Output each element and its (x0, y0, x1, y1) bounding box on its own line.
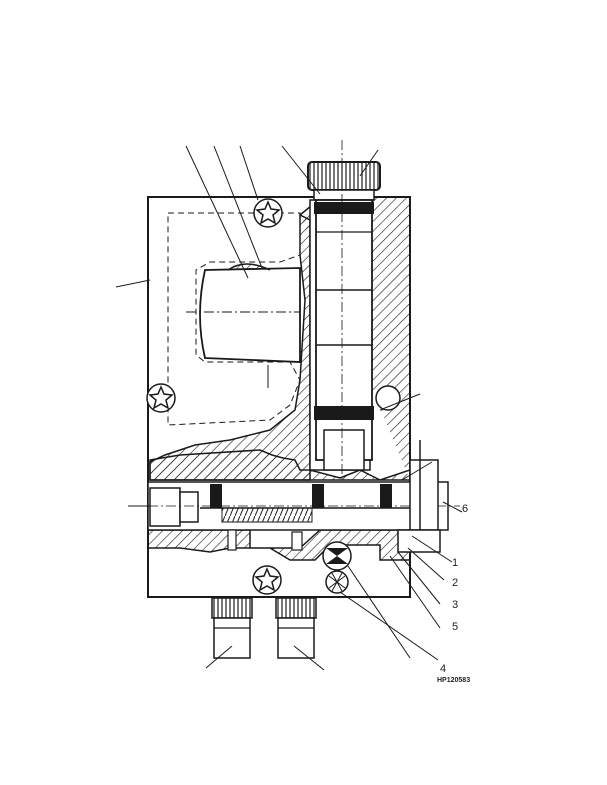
end-plug (149, 487, 181, 527)
callout-label: 1 (452, 557, 458, 569)
section-hatch-left-rise (149, 213, 311, 481)
adjuster-knob (307, 161, 381, 191)
callout-label: 6 (462, 503, 468, 515)
torx-screw-left (146, 383, 176, 413)
spool (315, 199, 373, 461)
callout-label: 4 (440, 663, 446, 675)
torx-screw-bottom (252, 565, 282, 595)
o-ring-lower (314, 406, 374, 420)
callout-label: 5 (452, 621, 458, 633)
piston-seal-left (210, 484, 222, 508)
plug-nut (179, 491, 199, 523)
knob-collar (313, 189, 375, 201)
o-ring-upper (314, 202, 374, 214)
callout-label: 3 (452, 599, 458, 611)
check-ball (322, 541, 352, 571)
dashed-cavity (167, 212, 301, 426)
fitting-right (275, 597, 317, 659)
fitting-left (211, 597, 253, 659)
filter-element (325, 570, 349, 594)
leader-lines (115, 145, 463, 671)
side-bracket (409, 459, 439, 531)
piston-seal-far (380, 484, 392, 508)
figure-code: HP120583 (437, 677, 470, 684)
piston-seal-right (312, 484, 324, 508)
torx-screw-top (253, 198, 283, 228)
spool-tip (323, 429, 365, 471)
spring (221, 507, 313, 523)
section-hatch-lower (147, 529, 411, 561)
callout-label: 2 (452, 577, 458, 589)
port-window (199, 267, 301, 363)
